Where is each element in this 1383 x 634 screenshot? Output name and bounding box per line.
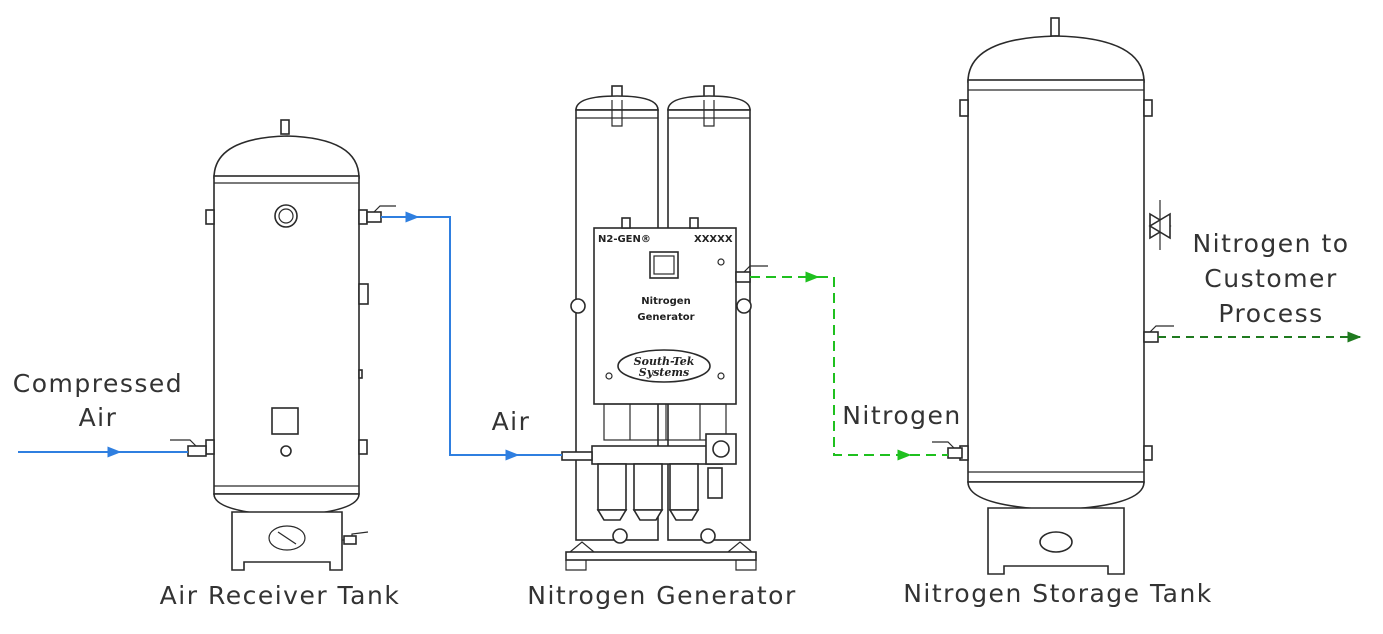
nitrogen-storage-tank — [932, 17, 1174, 575]
generator-logo-text-1: South-Tek — [634, 355, 695, 368]
nitrogen-generator: N2-GEN® XXXXX Nitrogen Generator South-T… — [561, 85, 768, 571]
generator-logo-text-2: Systems — [639, 366, 689, 379]
nitrogen-storage-tank-caption: Nitrogen Storage Tank — [903, 579, 1213, 608]
air-line-to-generator — [381, 211, 562, 461]
nitrogen-to-customer-label-line2: Customer — [1204, 264, 1337, 293]
nitrogen-generator-caption: Nitrogen Generator — [527, 581, 796, 610]
compressed-air-label-line2: Air — [79, 403, 118, 432]
generator-panel-title-1: Nitrogen — [641, 296, 690, 307]
air-receiver-tank — [170, 119, 396, 571]
nitrogen-line-to-storage — [750, 271, 948, 461]
air-receiver-tank-caption: Air Receiver Tank — [160, 581, 401, 610]
nitrogen-to-customer-label-line1: Nitrogen to — [1192, 229, 1349, 258]
generator-panel-title-2: Generator — [637, 312, 694, 323]
nitrogen-line-label: Nitrogen — [842, 401, 962, 430]
compressed-air-label-line1: Compressed — [13, 369, 183, 398]
generator-model-label: N2-GEN® — [598, 234, 651, 245]
nitrogen-to-customer-label-line3: Process — [1218, 299, 1323, 328]
generator-code-label: XXXXX — [694, 234, 733, 245]
air-line-label: Air — [492, 407, 531, 436]
